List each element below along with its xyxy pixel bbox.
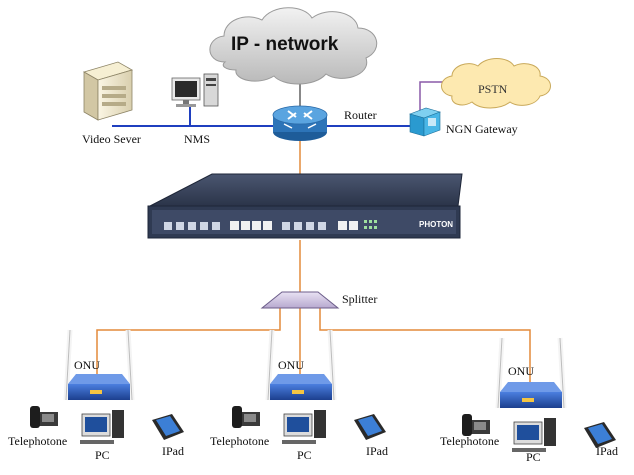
- router-icon: [272, 105, 328, 141]
- telephone-icon-1: [30, 406, 58, 428]
- endpoint-group-1: [30, 329, 184, 444]
- onu-device-2: [265, 329, 337, 401]
- telephone-label-2: Telephotone: [210, 434, 270, 448]
- pc-label-3: PC: [526, 450, 541, 464]
- nms-pc-icon: [171, 73, 219, 107]
- onu-label-2: ONU: [278, 358, 304, 372]
- tablet-icon-1: [152, 414, 184, 440]
- telephone-icon-2: [232, 406, 260, 428]
- pc-label-1: PC: [95, 448, 110, 462]
- ngn-gateway-label: NGN Gateway: [446, 122, 518, 136]
- splitter-label: Splitter: [342, 292, 378, 306]
- fiber-links: [96, 308, 531, 386]
- tablet-label-2: IPad: [366, 444, 388, 458]
- tablet-icon-3: [584, 422, 616, 448]
- pc-icon-1: [80, 410, 124, 444]
- splitter-icon: [260, 291, 340, 309]
- onu-label-1: ONU: [74, 358, 100, 372]
- ngn-gateway-icon: [409, 107, 441, 137]
- lan-links: [112, 104, 410, 127]
- tablet-icon-2: [354, 414, 386, 440]
- pc-icon-3: [512, 418, 556, 452]
- pc-label-2: PC: [297, 448, 312, 462]
- telephone-label-1: Telephotone: [8, 434, 68, 448]
- ip-network-cloud: [209, 7, 378, 85]
- pstn-link: [419, 81, 448, 112]
- pstn-cloud: [441, 58, 551, 109]
- telephone-label-3: Telephotone: [440, 434, 500, 448]
- ip-network-label: IP - network: [231, 34, 339, 55]
- video-server-label: Video Sever: [82, 132, 141, 146]
- nms-label: NMS: [184, 132, 211, 146]
- router-label: Router: [344, 108, 377, 122]
- olt-device: [147, 173, 463, 239]
- endpoint-group-3: [462, 337, 616, 452]
- pc-icon-2: [282, 410, 326, 444]
- tablet-label-3: IPad: [596, 444, 618, 458]
- onu-device-1: [63, 329, 135, 401]
- pstn-label: PSTN: [478, 82, 508, 96]
- telephone-icon-3: [462, 414, 490, 436]
- endpoint-group-2: [232, 329, 386, 444]
- onu-label-3: ONU: [508, 364, 534, 378]
- olt-brand-label: PHOTON: [419, 220, 453, 229]
- onu-device-3: [495, 337, 567, 409]
- tablet-label-1: IPad: [162, 444, 184, 458]
- video-server-icon: [82, 61, 134, 121]
